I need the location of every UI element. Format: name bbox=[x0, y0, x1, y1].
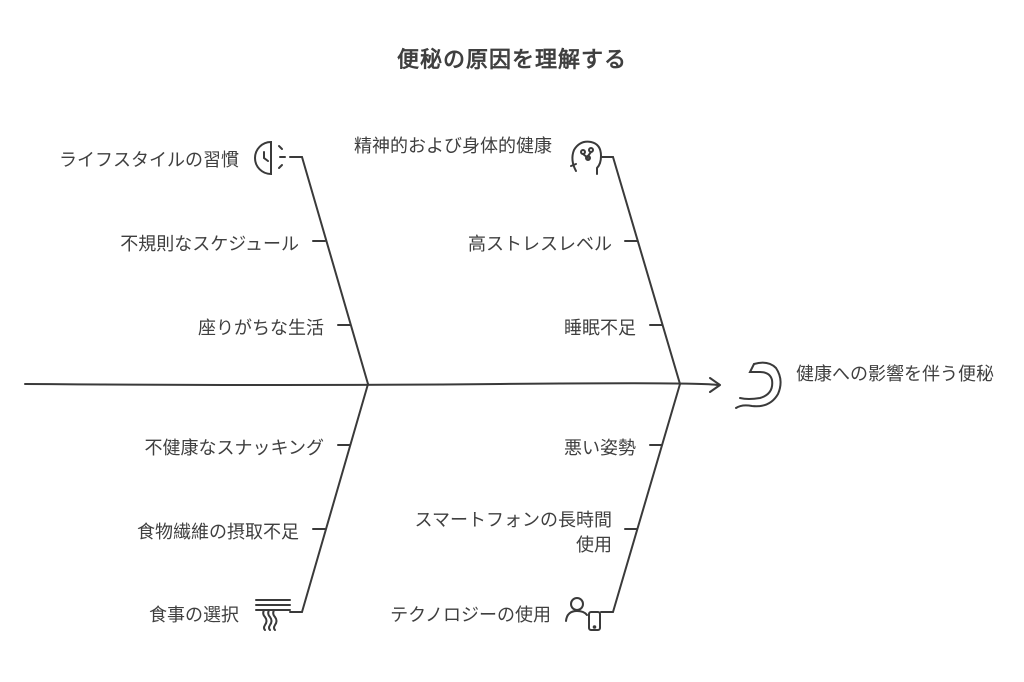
bone-lifestyle bbox=[301, 156, 369, 385]
cause-smartphone-use: スマートフォンの長時間使用 bbox=[414, 510, 612, 556]
category-lifestyle: ライフスタイルの習慣 bbox=[59, 150, 239, 171]
cause-high-stress: 高ストレスレベル bbox=[468, 234, 612, 255]
cause-low-fiber: 食物繊維の摂取不足 bbox=[137, 522, 299, 543]
stomach-icon bbox=[735, 361, 782, 409]
spine-line bbox=[24, 382, 719, 386]
brain-head-icon bbox=[570, 140, 603, 175]
cause-sedentary-life: 座りがちな生活 bbox=[198, 318, 324, 339]
bone-diet bbox=[301, 383, 369, 613]
cause-bad-posture: 悪い姿勢 bbox=[564, 438, 636, 459]
diagram-title: 便秘の原因を理解する bbox=[396, 48, 627, 73]
person-phone-icon bbox=[565, 597, 601, 631]
category-diet: 食事の選択 bbox=[149, 605, 239, 626]
cause-sleep-deprivation: 睡眠不足 bbox=[564, 318, 636, 339]
bone-health bbox=[612, 156, 681, 385]
cause-unhealthy-snacking: 不健康なスナッキング bbox=[144, 438, 324, 459]
half-clock-icon bbox=[254, 140, 286, 176]
effect-label: 健康への影響を伴う便秘 bbox=[796, 364, 994, 385]
spine-arrowhead bbox=[709, 377, 721, 393]
bone-tech bbox=[612, 383, 681, 613]
cause-irregular-schedule: 不規則なスケジュール bbox=[120, 234, 299, 255]
noodles-icon bbox=[255, 599, 291, 631]
category-health: 精神的および身体的健康 bbox=[354, 136, 552, 157]
category-tech: テクノロジーの使用 bbox=[390, 605, 551, 626]
